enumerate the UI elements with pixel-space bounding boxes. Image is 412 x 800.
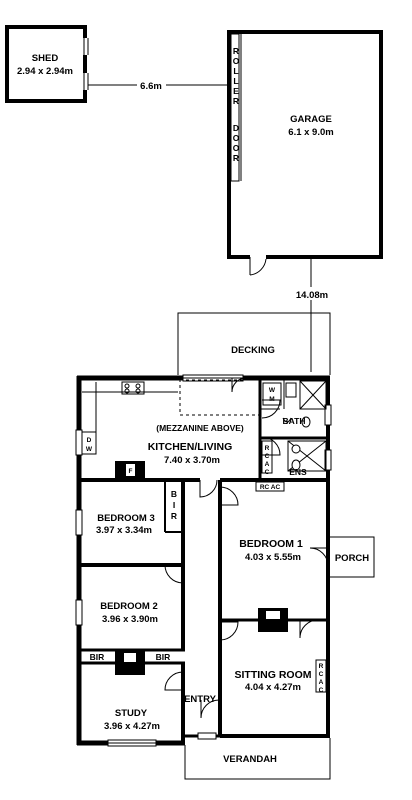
shed-gap-label: 6.6m — [140, 81, 162, 92]
rcac-bedroom1-label: RC AC — [260, 484, 281, 491]
toilet-icon — [301, 416, 311, 428]
roller-letter: L — [233, 76, 238, 86]
dishwasher-d: D — [87, 437, 92, 444]
verandah-label: VERANDAH — [223, 754, 277, 765]
shower-icon — [299, 380, 327, 410]
garage: R O L L E R D O O R GARAGE 6.1 x 9.0m — [227, 30, 383, 276]
roller-letter: L — [233, 66, 238, 76]
bedroom3-dims: 3.97 x 3.34m — [96, 525, 152, 536]
bir-letter: I — [173, 500, 175, 510]
rcac-letter: C — [265, 469, 270, 476]
roller-letter: R — [233, 46, 239, 56]
bedroom2-dims: 3.96 x 3.90m — [102, 614, 158, 625]
dishwasher-w: W — [86, 446, 93, 453]
door-letter: R — [233, 153, 239, 163]
bedroom3-name: BEDROOM 3 — [97, 513, 155, 524]
rcac-letter: R — [319, 663, 324, 670]
wet-area-fixtures: W M BATH ENS R C A C — [261, 380, 327, 477]
roller-letter: E — [233, 86, 239, 96]
washer-w: W — [269, 387, 276, 394]
entry-label: ENTRY — [184, 694, 217, 705]
mezzanine-label: (MEZZANINE ABOVE) — [156, 423, 244, 433]
kitchen-fixtures: D W F — [81, 381, 178, 480]
ensuite-shower-icon — [287, 440, 327, 472]
cooktop-icon — [121, 381, 145, 395]
rcac-letter: A — [265, 461, 270, 468]
porch: PORCH — [327, 536, 375, 578]
bir-right-label: BIR — [156, 652, 171, 662]
bedroom1-name: BEDROOM 1 — [239, 538, 303, 550]
sitting-room-dims: 4.04 x 4.27m — [245, 682, 301, 693]
shed: SHED 2.94 x 2.94m — [5, 25, 89, 103]
rcac-letter: A — [319, 679, 324, 686]
setback-dimension: 14.08m — [296, 258, 328, 372]
study-dims: 3.96 x 4.27m — [104, 721, 160, 732]
rcac-letter: C — [265, 453, 270, 460]
garage-name: GARAGE — [290, 114, 332, 125]
ensuite-label: ENS — [289, 467, 307, 477]
door-letter: O — [233, 143, 240, 153]
rcac-letter: C — [319, 671, 324, 678]
mezzanine-outline — [179, 379, 261, 416]
shed-dims: 2.94 x 2.94m — [17, 66, 73, 77]
verandah: VERANDAH — [184, 738, 331, 780]
rcac-sitting: R C A C — [315, 659, 327, 694]
bir-left-label: BIR — [90, 652, 105, 662]
garage-dims: 6.1 x 9.0m — [288, 127, 333, 138]
roller-door-label: R O L L E R D O O R — [233, 46, 240, 163]
decking-label: DECKING — [231, 345, 275, 356]
bedroom2-name: BEDROOM 2 — [100, 601, 158, 612]
study-name: STUDY — [115, 708, 148, 719]
door-letter: D — [233, 123, 239, 133]
fireplace-label: F — [129, 468, 133, 475]
washer-m: M — [269, 396, 274, 403]
shed-gap-dimension: 6.6m — [88, 81, 228, 92]
shed-name: SHED — [32, 53, 59, 64]
roller-letter: O — [233, 56, 240, 66]
decking: DECKING — [177, 312, 331, 375]
porch-label: PORCH — [335, 553, 369, 564]
rcac-letter: C — [319, 687, 324, 694]
bir-letter: R — [171, 511, 177, 521]
kitchen-dims: 7.40 x 3.70m — [164, 455, 220, 466]
bir-letter: B — [171, 489, 177, 499]
sitting-room-name: SITTING ROOM — [235, 669, 312, 681]
kitchen-name: KITCHEN/LIVING — [148, 441, 233, 453]
rcac-letter: R — [265, 445, 270, 452]
bir-bedroom3: B I R — [171, 489, 177, 521]
windows — [75, 374, 332, 747]
setback-label: 14.08m — [296, 290, 328, 301]
bedroom1-dims: 4.03 x 5.55m — [245, 552, 301, 563]
roller-letter: R — [233, 96, 239, 106]
bath-label: BATH — [283, 416, 306, 426]
door-letter: O — [233, 133, 240, 143]
doors — [164, 377, 329, 719]
